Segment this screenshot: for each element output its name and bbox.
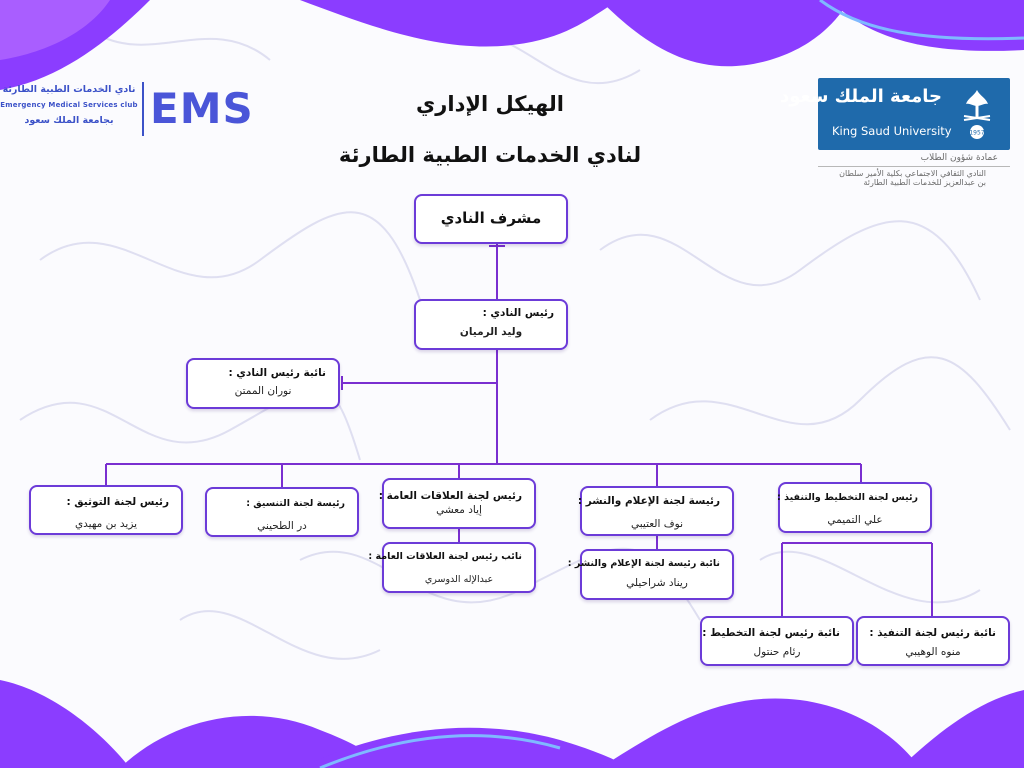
supervisor-role: مشرف النادي — [440, 209, 542, 227]
ksu-club-lines: عمادة شؤون الطلاب النادي الثقافي الاجتما… — [818, 153, 1010, 187]
media-head-box: رئيسة لجنة الإعلام والنشر : نوف العتيبي — [577, 486, 734, 536]
ksu-emblem-icon: 1957 — [963, 90, 991, 139]
page-title: الهيكل الإداري — [416, 92, 564, 116]
ems-separator — [142, 82, 144, 136]
president-box: رئيس النادي : وليد الرميان — [414, 299, 568, 350]
ksu-badge-year: 1957 — [969, 130, 984, 137]
media-deputy-name: ريناد شراحيلي — [626, 577, 688, 589]
media-deputy-role: نائبة رئيسة لجنة الإعلام والنشر : — [567, 558, 720, 569]
planning-head-name: علي التميمي — [827, 514, 883, 526]
coordination-head-role: رئيسة لجنة التنسيق : — [246, 498, 345, 509]
media-head-role: رئيسة لجنة الإعلام والنشر : — [577, 495, 720, 507]
execution-deputy-role: نائبة رئيس لجنة التنفيذ : — [869, 627, 996, 639]
media-head-name: نوف العتيبي — [630, 518, 683, 530]
supervisor-box: مشرف النادي — [414, 194, 568, 244]
media-deputy-box: نائبة رئيسة لجنة الإعلام والنشر : ريناد … — [567, 549, 734, 600]
ksu-english-name: King Saud University — [832, 124, 952, 138]
public-relations-head-box: رئيس لجنة العلاقات العامة : إياد معشي — [378, 478, 536, 529]
ksu-arabic-name: جامعة الملك سعود — [780, 86, 942, 107]
documentation-head-name: يزيد بن مهيدي — [74, 518, 138, 530]
president-role: رئيس النادي : — [482, 307, 554, 319]
ems-university-line: بجامعة الملك سعود — [24, 115, 114, 126]
ems-wordmark-logo: EMS — [150, 84, 254, 133]
public-relations-head-role: رئيس لجنة العلاقات العامة : — [378, 490, 522, 502]
public-relations-deputy-name: عبدالإله الدوسري — [424, 574, 494, 585]
ksu-deanship: عمادة شؤون الطلاب — [920, 153, 998, 163]
planning-head-box: رئيس لجنة التخطيط والتنفيذ : علي التميمي — [777, 482, 932, 533]
planning-deputy-name: رئام حنتول — [753, 646, 801, 658]
vice-president-name: نوران الممتن — [234, 385, 292, 397]
coordination-head-name: در الطحيني — [257, 520, 307, 532]
coordination-head-box: رئيسة لجنة التنسيق : در الطحيني — [205, 487, 359, 537]
vice-president-box: نائبة رئيس النادي : نوران الممتن — [186, 358, 340, 409]
planning-head-role: رئيس لجنة التخطيط والتنفيذ : — [777, 492, 918, 503]
documentation-head-box: رئيس لجنة التوثيق : يزيد بن مهيدي — [29, 485, 183, 535]
ems-arabic-name: نادي الخدمات الطبية الطارئة — [2, 84, 136, 95]
documentation-head-role: رئيس لجنة التوثيق : — [66, 496, 169, 508]
public-relations-deputy-box: نائب رئيس لجنة العلاقات العامة : عبدالإل… — [368, 542, 536, 593]
ems-club-text: نادي الخدمات الطبية الطارئة Emergency Me… — [0, 84, 138, 126]
president-name: وليد الرميان — [459, 326, 523, 338]
execution-deputy-name: منوه الوهيبي — [905, 646, 961, 658]
vice-president-role: نائبة رئيس النادي : — [228, 367, 326, 379]
ksu-club-line1: النادي الثقافي الاجتماعي بكلية الأمير سل… — [839, 169, 986, 178]
execution-deputy-box: نائبة رئيس لجنة التنفيذ : منوه الوهيبي — [856, 616, 1010, 666]
public-relations-head-name: إياد معشي — [436, 504, 482, 516]
public-relations-deputy-role: نائب رئيس لجنة العلاقات العامة : — [368, 551, 522, 562]
ems-english-name: Emergency Medical Services club — [0, 101, 138, 109]
ksu-logo: جامعة الملك سعود King Saud University 19… — [780, 78, 1010, 150]
planning-deputy-box: نائبة رئيس لجنة التخطيط : رئام حنتول — [700, 616, 854, 666]
planning-deputy-role: نائبة رئيس لجنة التخطيط : — [702, 627, 840, 639]
page-subtitle: لنادي الخدمات الطبية الطارئة — [338, 143, 642, 167]
ksu-club-line2: بن عبدالعزيز للخدمات الطبية الطارئة — [863, 178, 986, 187]
ksu-divider — [818, 166, 1010, 167]
